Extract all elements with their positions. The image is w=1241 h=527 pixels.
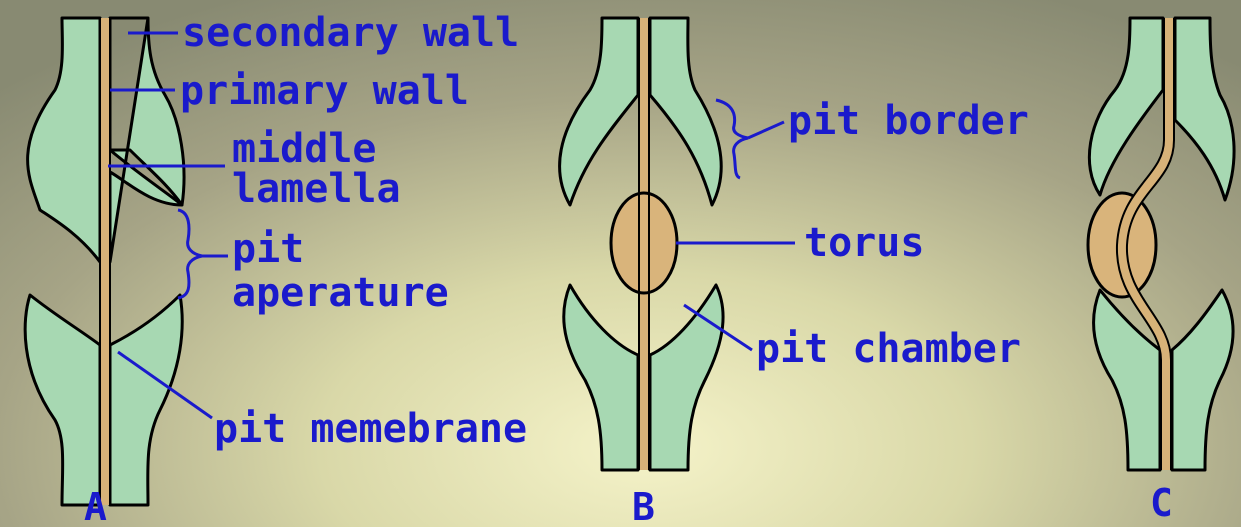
label-torus: torus: [804, 220, 924, 266]
panel-a-upper-left-wall: [28, 18, 100, 262]
label-primary-wall: primary wall: [180, 68, 469, 114]
label-pit-memebrane: pit memebrane: [214, 406, 527, 452]
label-middle-lamella-line2: lamella: [232, 166, 401, 212]
panel-a-lower-right-wall: [110, 295, 182, 505]
panel-b-upper-right-wall: [650, 18, 721, 205]
label-pit-chamber: pit chamber: [756, 326, 1021, 372]
label-pit-aperature-line2: aperature: [232, 270, 449, 316]
panel-label-a: A: [84, 485, 107, 527]
panel-b-lower-right-wall: [650, 285, 723, 470]
panel-label-b: B: [632, 485, 655, 527]
panel-c-drawing: [1088, 18, 1234, 470]
label-pit-border: pit border: [788, 98, 1029, 144]
panel-b-torus: [611, 193, 677, 293]
panel-c-lower-right-wall: [1172, 290, 1233, 470]
label-pit-aperature-line1: pit: [232, 226, 304, 272]
panel-b-lower-left-wall: [564, 285, 638, 470]
panel-a-upper-right-wall: [110, 18, 184, 262]
brace-pit-aperature: [178, 210, 202, 298]
label-secondary-wall: secondary wall: [182, 10, 519, 56]
panel-label-c: C: [1150, 481, 1173, 525]
panel-b-upper-left-wall: [560, 18, 638, 205]
panel-a-lower-left-wall: [25, 295, 100, 505]
panel-c-upper-left-wall: [1089, 18, 1163, 195]
panel-c-upper-right-wall: [1175, 18, 1234, 200]
leader-pit-border: [748, 122, 784, 138]
